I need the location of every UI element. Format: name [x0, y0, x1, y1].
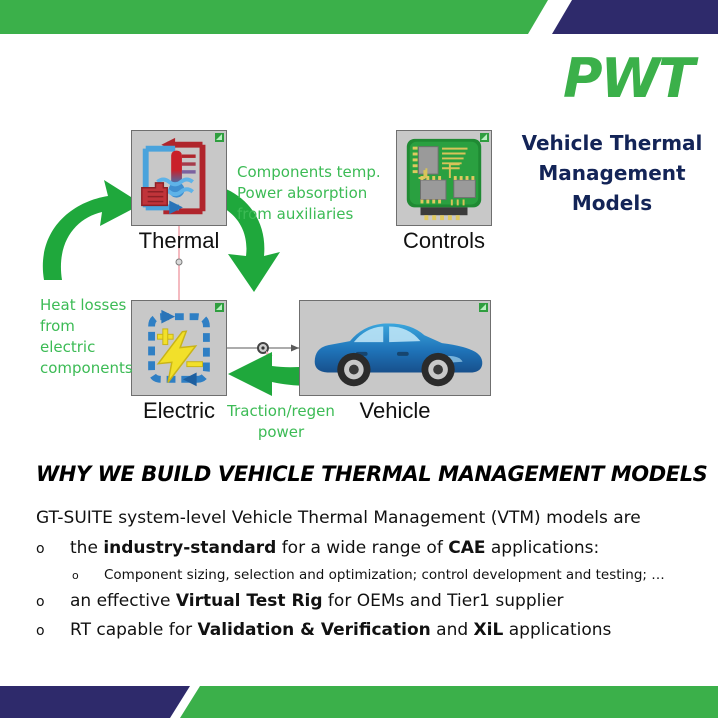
note-line: from electric: [40, 317, 96, 356]
diagram-block-label-vehicle: Vehicle: [359, 398, 431, 423]
top-green-bar: [0, 0, 548, 34]
bullet-text: Component sizing, selection and optimiza…: [104, 567, 665, 583]
lead-paragraph: GT-SUITE system-level Vehicle Thermal Ma…: [36, 508, 641, 528]
circuit-board-icon: [406, 138, 482, 221]
arrow-thermal-to-electric: [196, 182, 280, 292]
bullet-marker: o: [36, 594, 45, 610]
sub-bullet-list: o Component sizing, selection and optimiz…: [72, 567, 686, 583]
sedan-car-icon: [314, 323, 483, 387]
diagram-block-vehicle[interactable]: [299, 300, 491, 396]
bullet-item: o RT capable for Validation & Verificatio…: [36, 620, 686, 640]
diagram-block-label-thermal: Thermal: [138, 228, 220, 253]
pwt-logo: PWT: [563, 47, 695, 110]
top-navy-bar: [552, 0, 718, 34]
diagram-block-electric[interactable]: [131, 300, 227, 396]
diagram-block-thermal[interactable]: [131, 130, 227, 226]
bullet-text: RT capable for Validation & Verification…: [70, 620, 612, 640]
bottom-green-bar: [180, 686, 718, 718]
note-line: from auxiliaries: [237, 205, 354, 223]
note-line: Heat losses: [40, 296, 127, 314]
panel-title-line-1: Vehicle Thermal: [521, 131, 703, 155]
bullet-marker: o: [36, 541, 45, 557]
bullet-marker: o: [72, 569, 79, 582]
note-line: components: [40, 359, 133, 377]
thermometer-coolant-icon: [141, 137, 206, 215]
block-corner-badge: [215, 303, 224, 312]
bullet-item: o the industry-standard for a wide range …: [36, 538, 686, 558]
bullet-text: the industry-standard for a wide range o…: [70, 538, 600, 558]
diagram-block-label-electric: Electric: [142, 398, 216, 423]
block-corner-badge: [215, 133, 224, 142]
arrow-electric-to-thermal: [42, 180, 142, 280]
diagram-block-label-controls: Controls: [403, 228, 485, 253]
diagram-block-controls[interactable]: [396, 130, 492, 226]
note-heat-losses: Heat losses from electric components: [40, 295, 133, 379]
section-heading: WHY WE BUILD VEHICLE THERMAL MANAGEMENT …: [36, 462, 708, 486]
bullet-list: o the industry-standard for a wide range …: [36, 538, 686, 649]
bullet-marker: o: [36, 623, 45, 639]
note-line: Power absorption: [237, 184, 368, 202]
panel-title-line-2: Management: [538, 161, 686, 185]
block-corner-badge: [479, 303, 488, 312]
panel-title: Vehicle Thermal Management Models: [512, 128, 712, 218]
block-corner-badge: [480, 133, 489, 142]
note-traction-regen: Traction/regen power: [222, 401, 340, 443]
lightning-bolt-battery-icon: [148, 309, 210, 387]
bottom-navy-bar: [0, 686, 190, 718]
link-node-center: [261, 346, 265, 350]
electric-vehicle-arrowhead: [291, 344, 299, 352]
note-line: power: [257, 423, 305, 441]
bullet-text: an effective Virtual Test Rig for OEMs a…: [70, 591, 564, 611]
bullet-item: o an effective Virtual Test Rig for OEMs …: [36, 591, 686, 611]
sub-bullet-item: o Component sizing, selection and optimiz…: [72, 567, 686, 583]
panel-title-line-3: Models: [571, 191, 653, 215]
vtm-architecture-diagram: Thermal: [0, 120, 520, 450]
note-components-temp: Components temp. Power absorption from a…: [237, 162, 397, 225]
link-node-thermal-electric: [175, 258, 183, 266]
note-line: Traction/regen: [227, 402, 335, 420]
note-line: Components temp.: [237, 163, 381, 181]
